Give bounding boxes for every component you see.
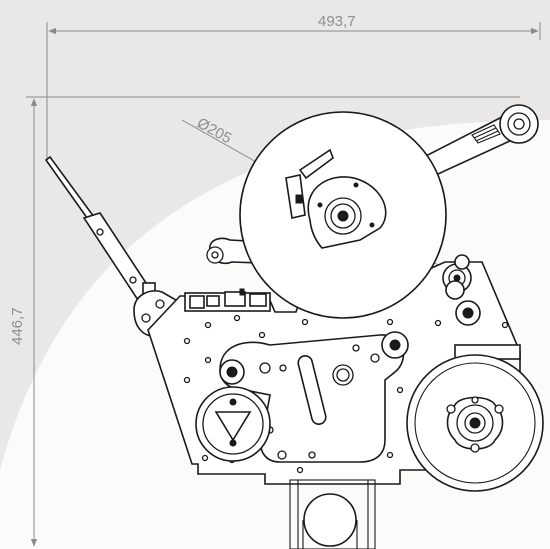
supply-reel: [239, 111, 447, 319]
width-dimension-label: 493,7: [318, 13, 356, 30]
plate-rivets: [183, 314, 509, 474]
label-sensor: [184, 288, 271, 312]
height-dimension: 446,7: [9, 96, 520, 547]
width-dimension: 493,7: [46, 13, 541, 160]
peeling-arm: [44, 155, 156, 303]
diameter-dimension-label: Ø205: [194, 115, 234, 148]
support-column: [289, 479, 376, 549]
guide-rollers: [442, 254, 481, 326]
height-dimension-label: 446,7: [9, 307, 26, 345]
drive-roller: [195, 386, 271, 462]
rewind-reel: [406, 344, 544, 492]
